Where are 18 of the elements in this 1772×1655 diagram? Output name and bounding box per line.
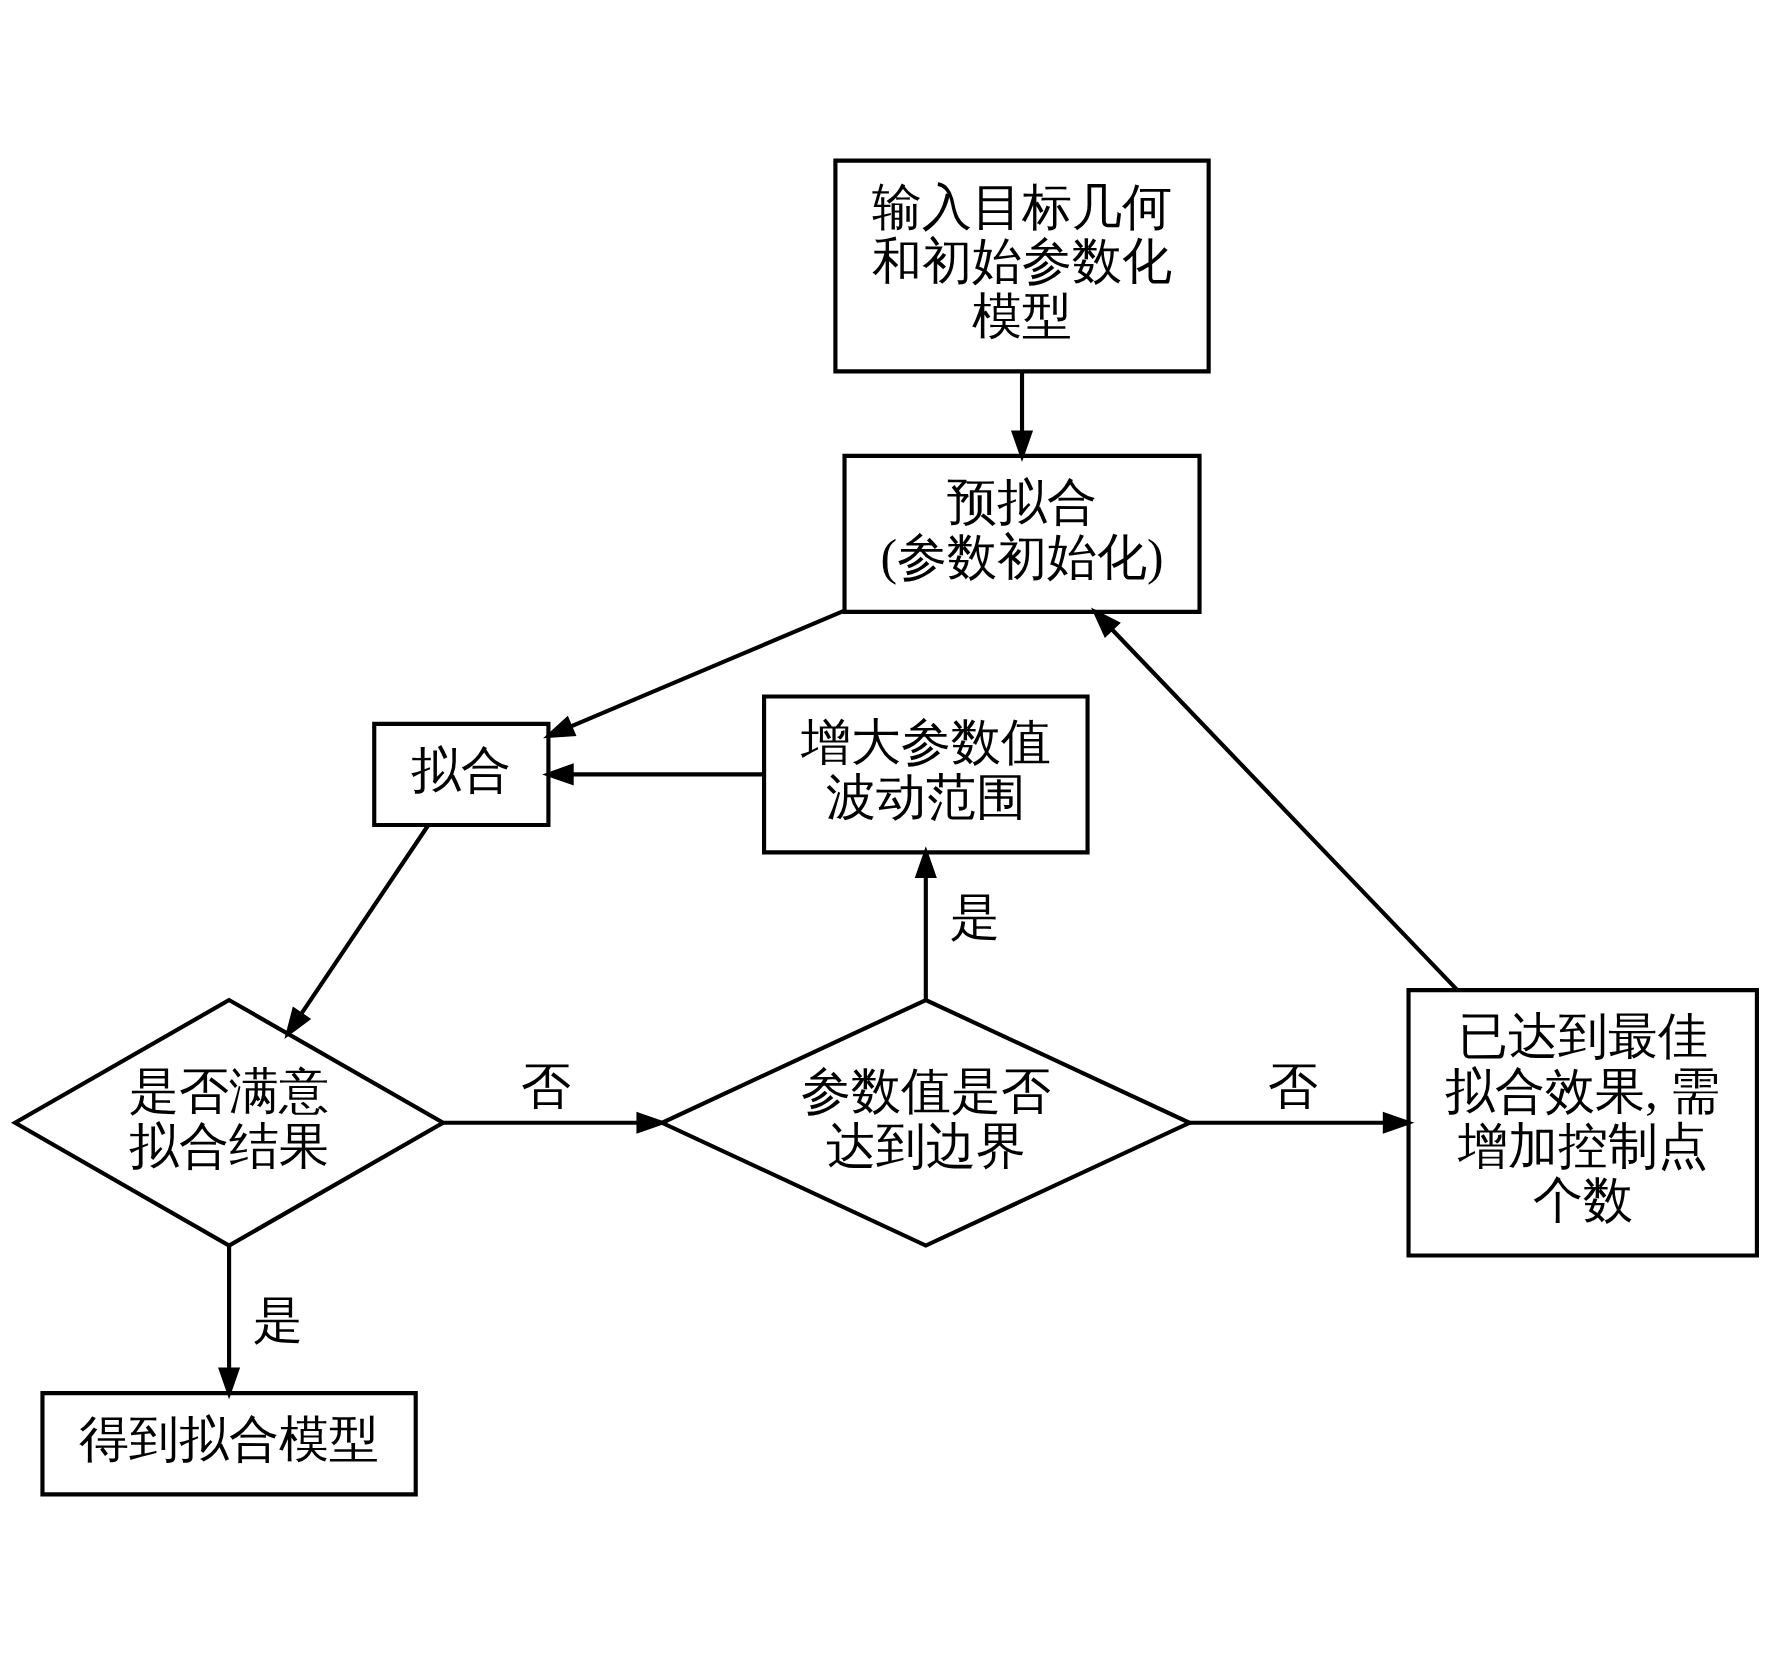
node-box: 得到拟合模型 (40, 1391, 418, 1497)
arrow (543, 609, 845, 739)
edge-label: 否 (1267, 1058, 1318, 1114)
arrow (1010, 371, 1034, 462)
node-box: 预拟合(参数初始化) (842, 453, 1202, 614)
node-box: 输入目标几何和初始参数化模型 (833, 158, 1211, 374)
arrow (1189, 1111, 1415, 1134)
arrow (542, 763, 764, 786)
edge-label: 是 (950, 889, 1001, 945)
edge-label: 是 (253, 1292, 304, 1348)
node-box: 已达到最佳拟合效果, 需增加控制点个数 (1406, 988, 1759, 1258)
arrow (218, 1245, 241, 1400)
node-box: 拟合 (372, 721, 551, 828)
arrow (443, 1111, 669, 1134)
arrow (284, 824, 430, 1039)
edge-label: 否 (521, 1058, 572, 1114)
node-box: 增大参数值波动范围 (762, 694, 1090, 855)
arrow (914, 846, 937, 1000)
